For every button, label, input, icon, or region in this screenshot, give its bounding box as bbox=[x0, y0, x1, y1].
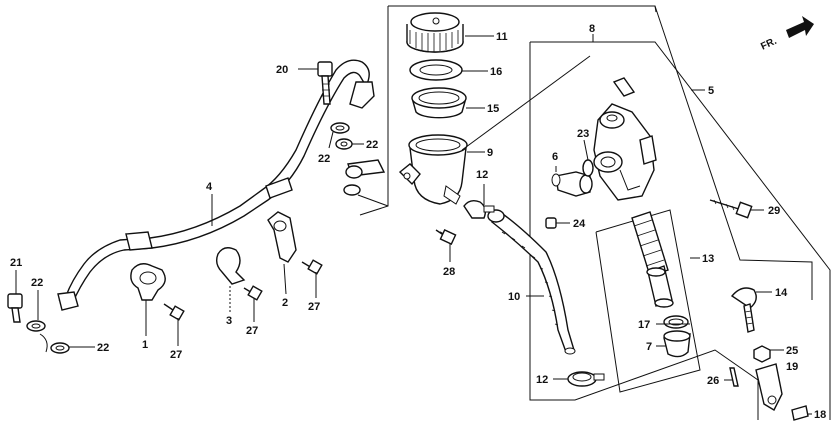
pin-26 bbox=[729, 367, 739, 387]
callout-27-right: 27 bbox=[308, 301, 320, 313]
pushrod-14 bbox=[730, 287, 757, 333]
callout-12-upper: 12 bbox=[476, 169, 488, 181]
pivot-bolt-29 bbox=[709, 199, 753, 219]
front-arrow-icon bbox=[786, 16, 814, 38]
boot-7 bbox=[663, 330, 691, 358]
bolt-27 bbox=[163, 259, 323, 321]
hose-guide-3 bbox=[215, 247, 246, 285]
callout-4: 4 bbox=[206, 181, 213, 193]
banjo-bolt-21 bbox=[7, 293, 23, 323]
brake-hose bbox=[57, 59, 375, 311]
reservoir-plate bbox=[409, 59, 463, 81]
o-ring-23 bbox=[582, 159, 594, 177]
front-label: FR. bbox=[759, 36, 778, 53]
callout-6: 6 bbox=[552, 151, 558, 163]
hose-clip-upper bbox=[463, 199, 495, 219]
piston bbox=[646, 265, 674, 308]
callout-20: 20 bbox=[276, 64, 288, 76]
banjo-bolt-20 bbox=[317, 61, 333, 105]
callout-27-middle: 27 bbox=[246, 325, 258, 337]
callout-8: 8 bbox=[589, 23, 595, 35]
reservoir-cap bbox=[406, 12, 464, 53]
piston-spring bbox=[631, 211, 669, 277]
callout-1: 1 bbox=[142, 339, 148, 351]
callout-19: 19 bbox=[786, 361, 798, 373]
callout-22-upper-left: 22 bbox=[318, 153, 330, 165]
reservoir-hose bbox=[487, 209, 576, 355]
callout-25: 25 bbox=[786, 345, 798, 357]
sealing-washer-22-upper bbox=[330, 122, 353, 150]
callout-10: 10 bbox=[508, 291, 520, 303]
callout-labels: 11 16 15 9 12 10 12 28 8 5 6 23 24 29 13… bbox=[10, 23, 826, 421]
hose-clip-lower bbox=[567, 371, 605, 387]
callout-24: 24 bbox=[573, 218, 586, 230]
callout-3: 3 bbox=[226, 315, 232, 327]
leader-lines bbox=[15, 34, 812, 415]
reservoir-diaphragm bbox=[411, 87, 467, 119]
callout-13: 13 bbox=[702, 253, 714, 265]
callout-22-lower-right: 22 bbox=[97, 342, 109, 354]
reservoir-bolt bbox=[435, 229, 457, 245]
joint-fitting bbox=[551, 171, 593, 197]
hose-fitting-upper bbox=[343, 159, 386, 196]
front-direction-marker: FR. bbox=[759, 16, 814, 53]
callout-5: 5 bbox=[708, 85, 714, 97]
circlip-17 bbox=[663, 315, 689, 329]
clevis-19 bbox=[755, 363, 783, 411]
screw-24 bbox=[545, 217, 566, 229]
reservoir-tank bbox=[398, 134, 468, 205]
callout-9: 9 bbox=[487, 147, 493, 159]
callout-18: 18 bbox=[814, 409, 826, 421]
group-outline-master-cylinder bbox=[529, 5, 831, 420]
callout-29: 29 bbox=[768, 205, 780, 217]
hose-clamp-2 bbox=[267, 211, 297, 263]
callout-21: 21 bbox=[10, 257, 22, 269]
callout-17: 17 bbox=[638, 319, 650, 331]
callout-2: 2 bbox=[282, 297, 288, 309]
callout-23: 23 bbox=[577, 128, 589, 140]
hose-clamp-1 bbox=[130, 263, 166, 301]
callout-28: 28 bbox=[443, 266, 455, 278]
callout-22-lower-left: 22 bbox=[31, 277, 43, 289]
callout-7: 7 bbox=[646, 341, 652, 353]
callout-22-upper-right: 22 bbox=[366, 139, 378, 151]
clip-18 bbox=[791, 405, 809, 421]
nut-25 bbox=[753, 345, 771, 363]
callout-11: 11 bbox=[496, 31, 508, 43]
callout-26: 26 bbox=[707, 375, 719, 387]
callout-14: 14 bbox=[775, 287, 788, 299]
master-cylinder-body bbox=[593, 77, 657, 201]
sealing-washer-22-lower bbox=[26, 320, 70, 354]
callout-15: 15 bbox=[487, 103, 499, 115]
callout-12-lower: 12 bbox=[536, 374, 548, 386]
callout-27-left: 27 bbox=[170, 349, 182, 361]
callout-16: 16 bbox=[490, 66, 502, 78]
